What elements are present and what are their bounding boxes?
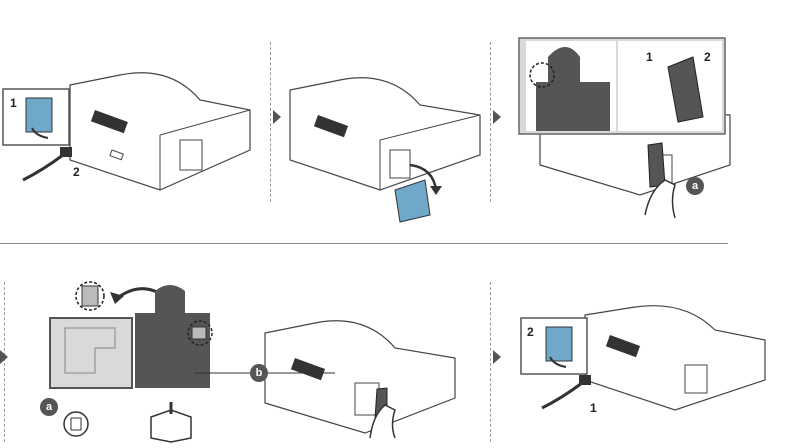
- step-3-panel: 1 2 a: [500, 35, 740, 219]
- step-5-panel: 2 1: [505, 295, 770, 435]
- step-divider-4: [490, 282, 491, 442]
- hand-icon: [369, 404, 396, 439]
- step-divider-1: [270, 42, 271, 202]
- waste-toner-container-icon: [49, 281, 133, 389]
- cable-icon: [22, 147, 72, 182]
- step-divider-2: [490, 42, 491, 202]
- callout-2: 2: [704, 50, 711, 64]
- callout-1: 1: [10, 96, 17, 110]
- callout-1: 1: [590, 401, 597, 415]
- callout-a: a: [686, 177, 704, 195]
- next-arrow-3: [0, 350, 8, 364]
- row-divider: [0, 243, 728, 244]
- curved-arrow-icon: [409, 163, 442, 195]
- next-arrow-4: [493, 350, 501, 364]
- callout-1: 1: [646, 50, 653, 64]
- printer-icon: [584, 305, 766, 411]
- printer-icon: [69, 72, 251, 191]
- next-arrow-2: [493, 110, 501, 124]
- box-icon: [150, 402, 192, 443]
- step-2-panel: [280, 40, 485, 223]
- next-arrow-1: [273, 110, 281, 124]
- power-switch-inset: [520, 317, 588, 375]
- callout-a: a: [40, 398, 58, 416]
- callout-2: 2: [73, 165, 80, 179]
- cable-icon: [541, 375, 591, 410]
- waste-toner-container-icon: [135, 285, 213, 388]
- hand-icon: [644, 179, 676, 219]
- waste-toner-inset: [518, 37, 726, 135]
- step-4-panel: a b: [10, 278, 480, 448]
- step-1-panel: 1 2: [0, 40, 265, 200]
- power-switch-inset: [2, 88, 70, 146]
- callout-2: 2: [527, 325, 534, 339]
- callout-b: b: [250, 364, 268, 382]
- printer-icon: [289, 77, 481, 223]
- recycle-icon: [63, 411, 89, 437]
